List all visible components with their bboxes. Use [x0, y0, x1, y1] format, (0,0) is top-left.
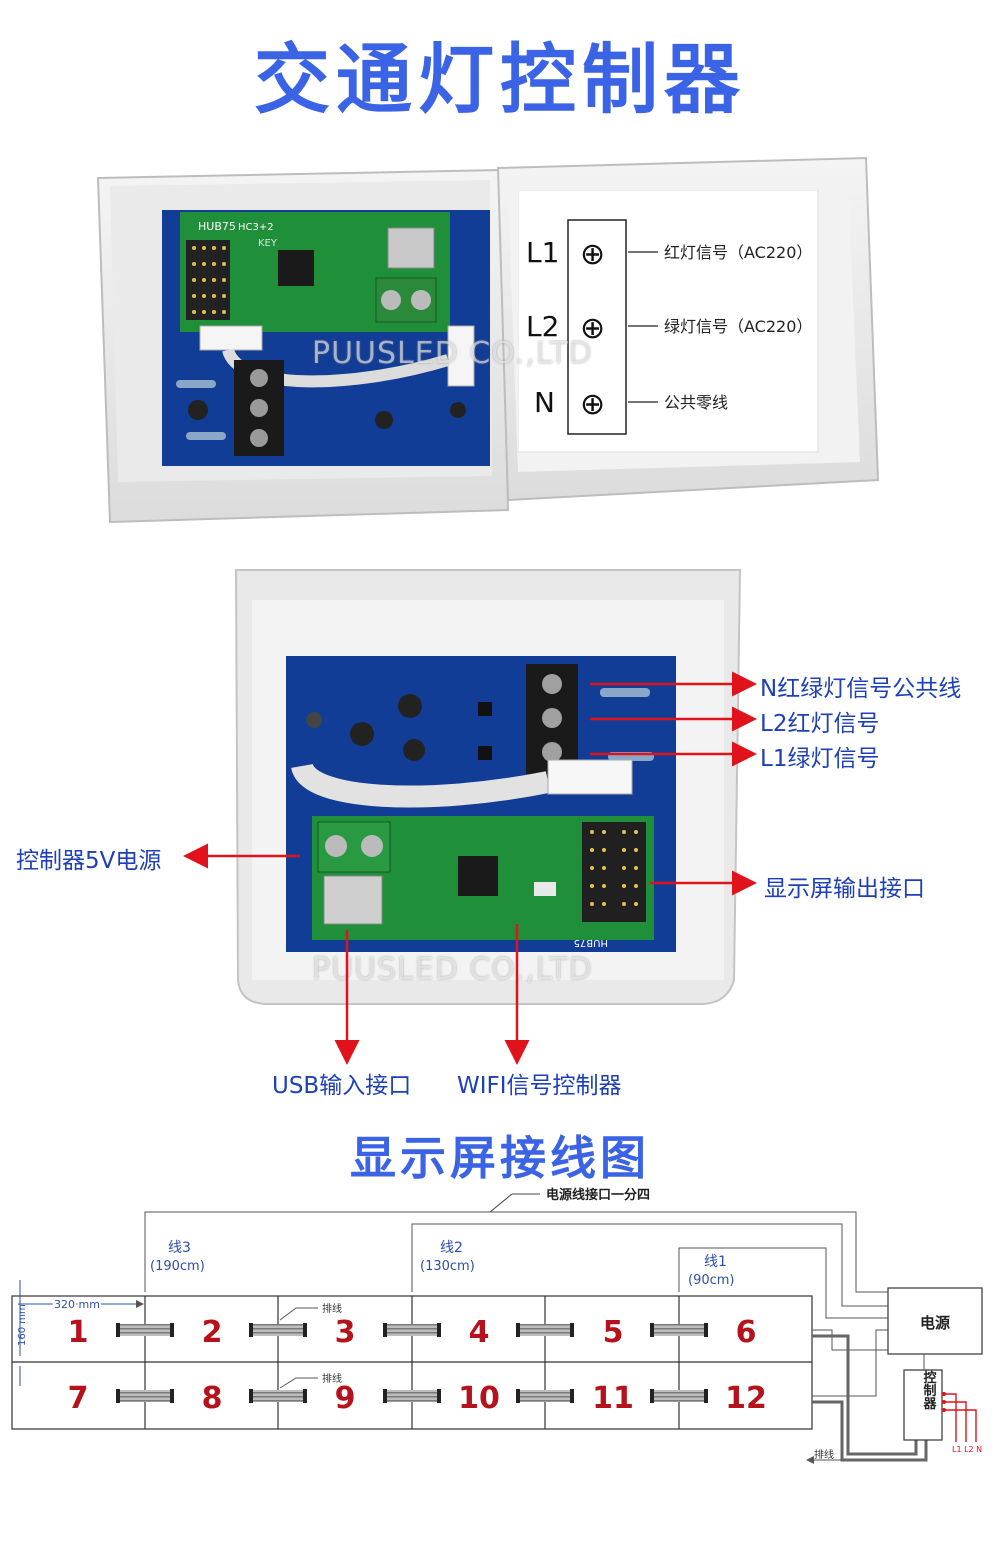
terminal-l2-desc: 绿灯信号（AC220）	[664, 317, 812, 336]
panel-3: 3	[335, 1315, 356, 1350]
power-lines	[144, 1211, 888, 1319]
panel-2: 2	[202, 1315, 223, 1350]
ribbon-label-bottom: 排线	[814, 1448, 834, 1461]
ribbon-label-mid: 排线	[322, 1372, 342, 1385]
power-box	[887, 1287, 983, 1355]
watermark-1: PUUSLED CO.,LTD	[312, 336, 593, 371]
watermark-2: PUUSLED CO.,LTD	[312, 952, 593, 987]
callout-usb-in: USB输入接口	[272, 1073, 412, 1099]
terminal-n: N	[534, 386, 555, 419]
model-label: HC3+2	[238, 222, 274, 233]
wiring-title: 显示屏接线图	[350, 1131, 650, 1185]
panel-6: 6	[736, 1315, 757, 1350]
line3-length: (190cm)	[150, 1259, 205, 1274]
panel-7: 7	[68, 1381, 89, 1416]
screw-icon: ⊕	[580, 237, 605, 272]
callout-wifi-ctrl: WIFI信号控制器	[457, 1073, 622, 1099]
terminal-card: L1 ⊕ 红灯信号（AC220） L2 ⊕ 绿灯信号（AC220） N ⊕ 公共…	[518, 190, 819, 453]
key-label: KEY	[258, 238, 278, 249]
usb-port	[323, 875, 383, 925]
line3-name: 线3	[168, 1240, 191, 1256]
power-box-label: 电源	[920, 1314, 950, 1332]
panel-10: 10	[458, 1381, 500, 1416]
line1-name: 线1	[704, 1254, 727, 1270]
callout-l1-green: L1绿灯信号	[760, 746, 880, 772]
panel-4: 4	[469, 1315, 490, 1350]
line1-length: (90cm)	[688, 1273, 735, 1288]
panel-11: 11	[592, 1381, 634, 1416]
screw-icon: ⊕	[580, 387, 605, 422]
terminal-l1-desc: 红灯信号（AC220）	[664, 243, 812, 262]
controller-box-label: 控制器	[921, 1370, 938, 1411]
callout-arrows	[183, 671, 757, 1065]
wiring-diagram: 电源线接口一分四 线3 (190cm) 线2 (130cm) 线1 (90cm)…	[11, 1187, 983, 1464]
terminal-n-desc: 公共零线	[664, 393, 728, 412]
terminal-l1: L1	[526, 236, 559, 269]
signal-wires	[942, 1393, 977, 1442]
line2-name: 线2	[440, 1240, 463, 1256]
dim-width: 320 mm	[54, 1298, 100, 1311]
screw-icon: ⊕	[580, 311, 605, 346]
hub-label-2: HUB75	[574, 937, 608, 948]
panel-grid	[11, 1295, 813, 1430]
main-title: 交通灯控制器	[254, 35, 746, 124]
dim-height: 160 mm	[17, 1304, 28, 1346]
panel-5: 5	[603, 1315, 624, 1350]
ribbon-label-top: 排线	[322, 1302, 342, 1315]
callout-n-common: N红绿灯信号公共线	[760, 676, 962, 702]
terminal-l2: L2	[526, 310, 559, 343]
callout-display-out: 显示屏输出接口	[764, 876, 925, 902]
panel-1: 1	[68, 1315, 89, 1350]
panel-9: 9	[335, 1381, 356, 1416]
output-terminals-label: L1 L2 N	[952, 1445, 982, 1454]
controller-box	[903, 1369, 943, 1441]
panel-8: 8	[202, 1381, 223, 1416]
photo-enclosure-board: HUB75	[234, 569, 742, 1005]
panel-12: 12	[725, 1381, 767, 1416]
line2-length: (130cm)	[420, 1259, 475, 1274]
hub-label: HUB75	[198, 220, 236, 233]
callout-power-5v: 控制器5V电源	[16, 848, 162, 874]
ribbon-cables	[116, 1323, 708, 1403]
callout-l2-red: L2红灯信号	[760, 711, 880, 737]
power-split-label: 电源线接口一分四	[546, 1187, 650, 1203]
